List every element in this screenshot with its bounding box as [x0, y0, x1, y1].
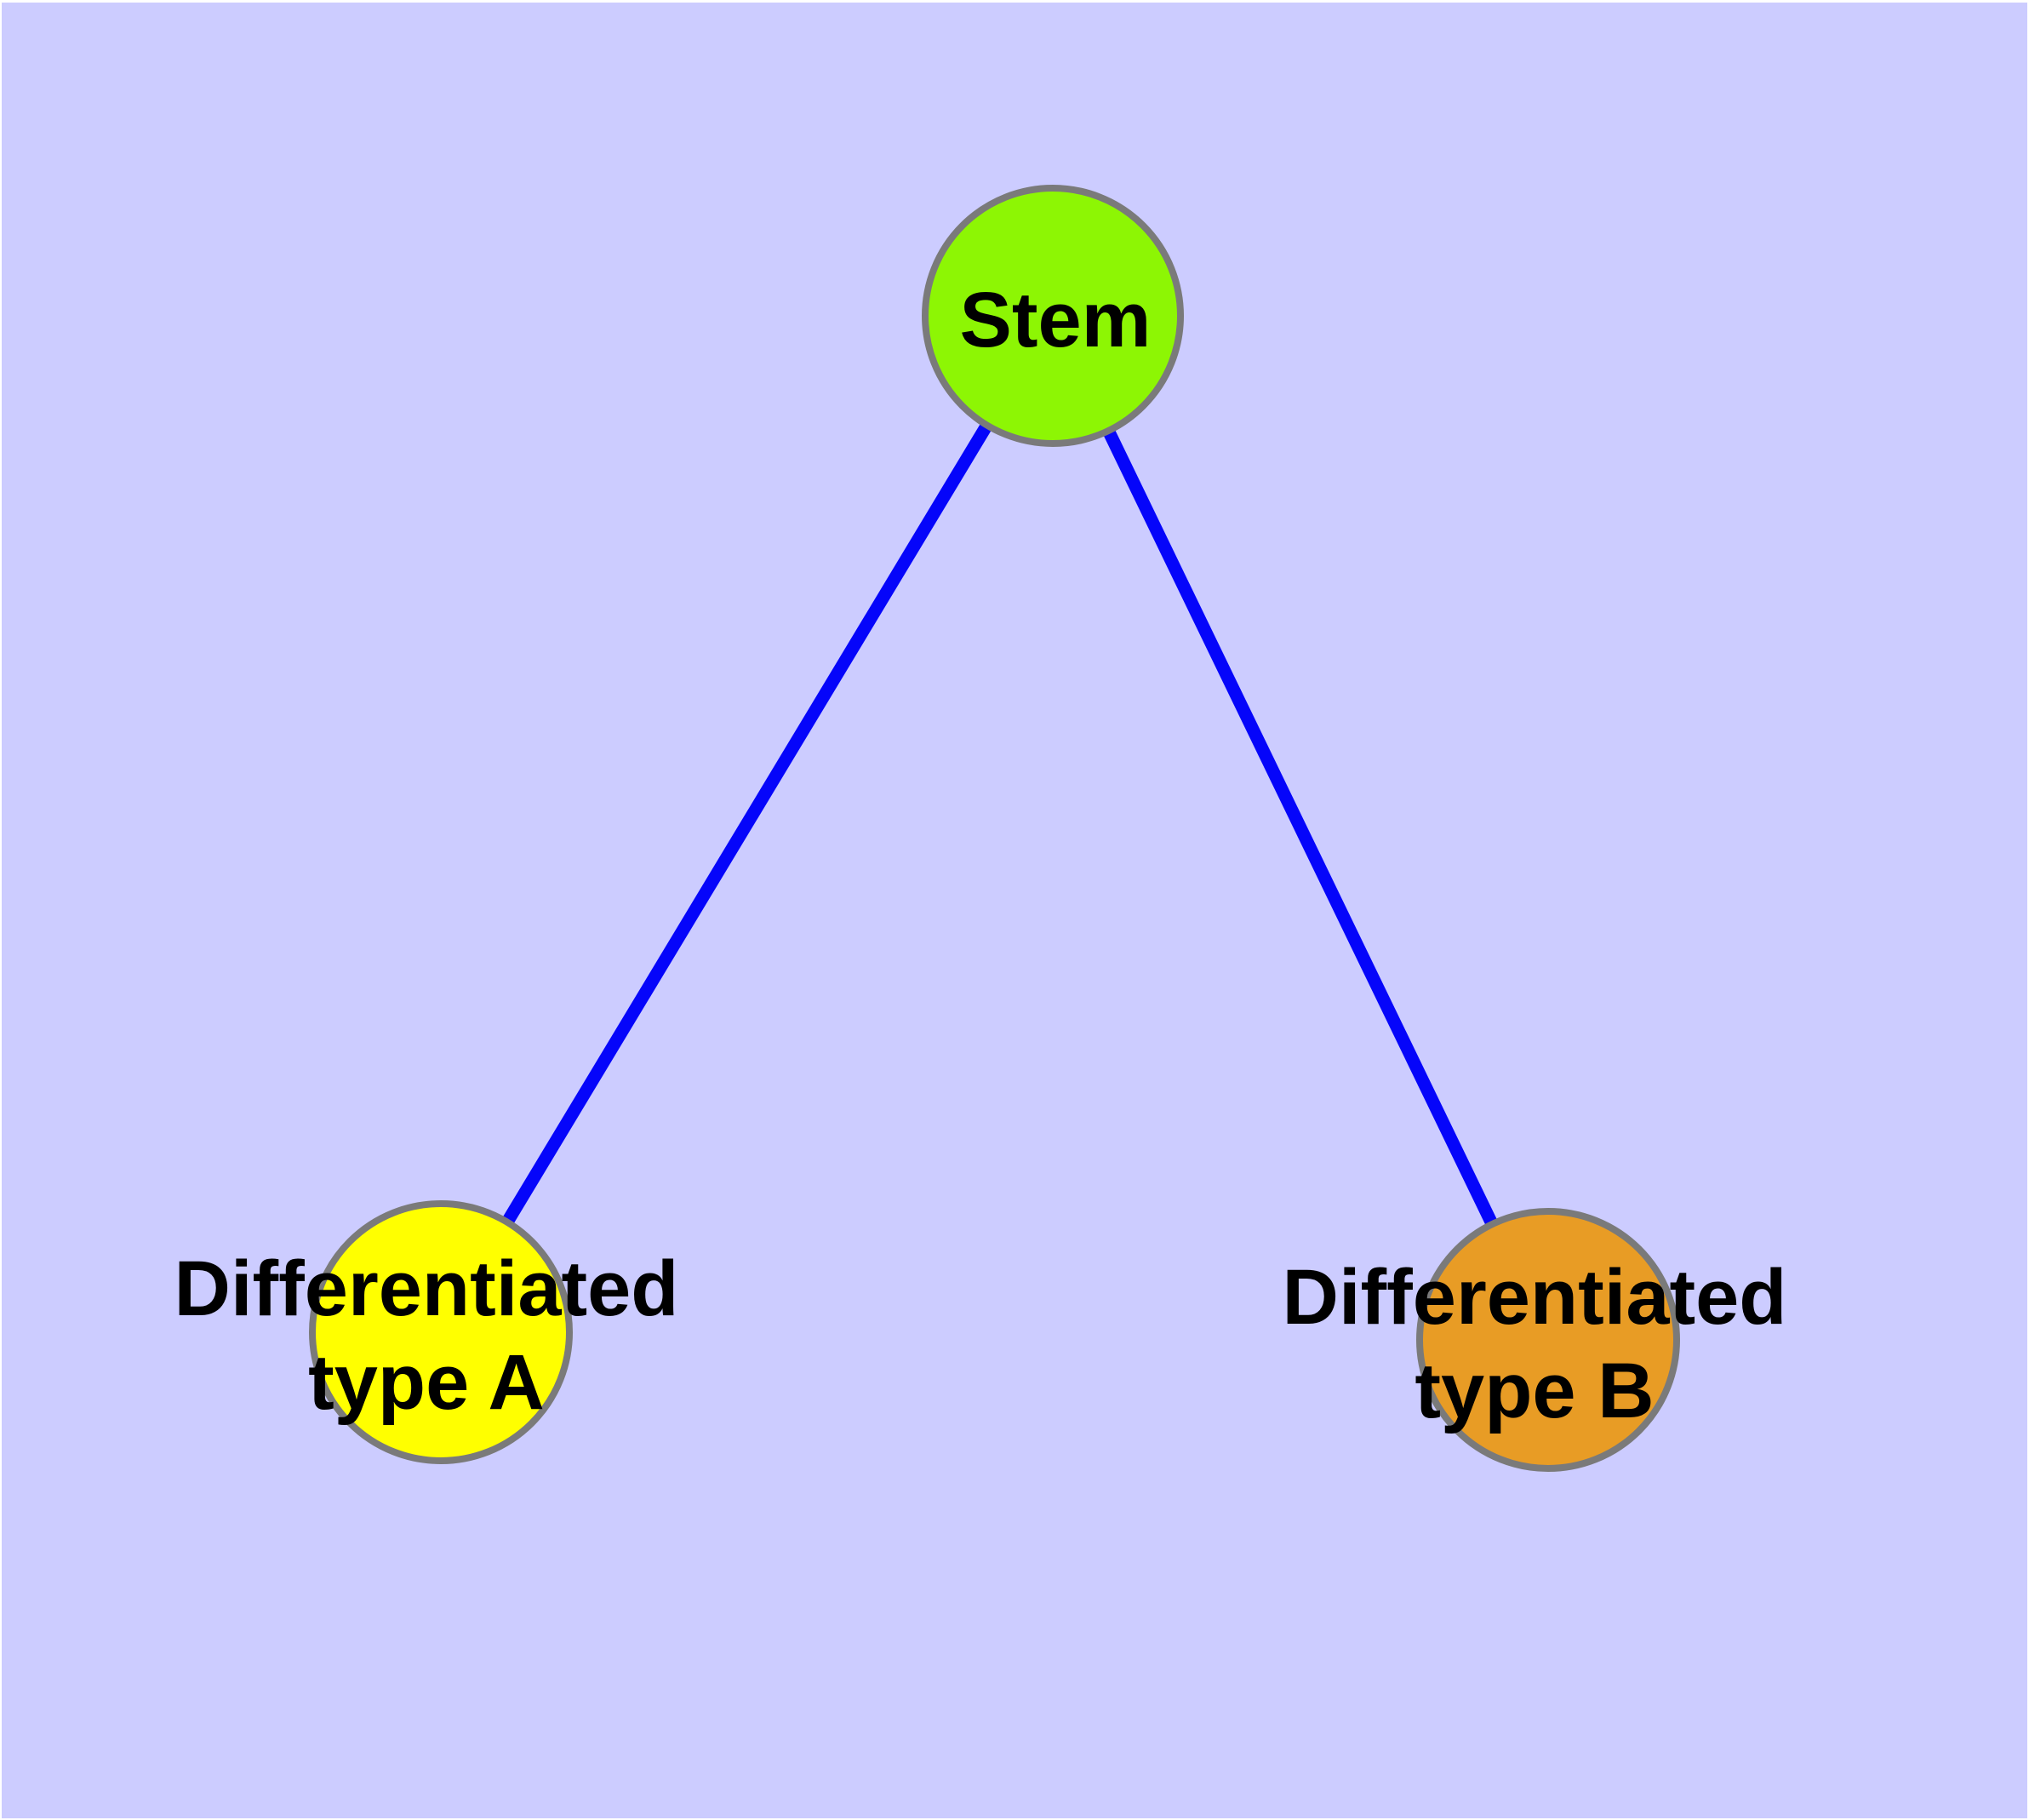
node-label-line: type A [308, 1339, 545, 1426]
node-label-line: type B [1415, 1348, 1654, 1434]
node-stem [922, 185, 1184, 447]
node-label-line: Differentiated [174, 1245, 679, 1332]
edges-layer [435, 312, 1554, 1343]
edge-stem-differentiated-type-b [1047, 312, 1554, 1343]
node-label-stem: Stem [960, 277, 1152, 363]
node-differentiated-type-b [1416, 1208, 1680, 1472]
nodes-layer [309, 185, 1680, 1472]
node-label-line: Differentiated [1283, 1254, 1787, 1341]
edge-stem-differentiated-type-a [435, 312, 1059, 1336]
node-differentiated-type-a [309, 1200, 573, 1464]
node-label-line: Stem [960, 277, 1152, 363]
